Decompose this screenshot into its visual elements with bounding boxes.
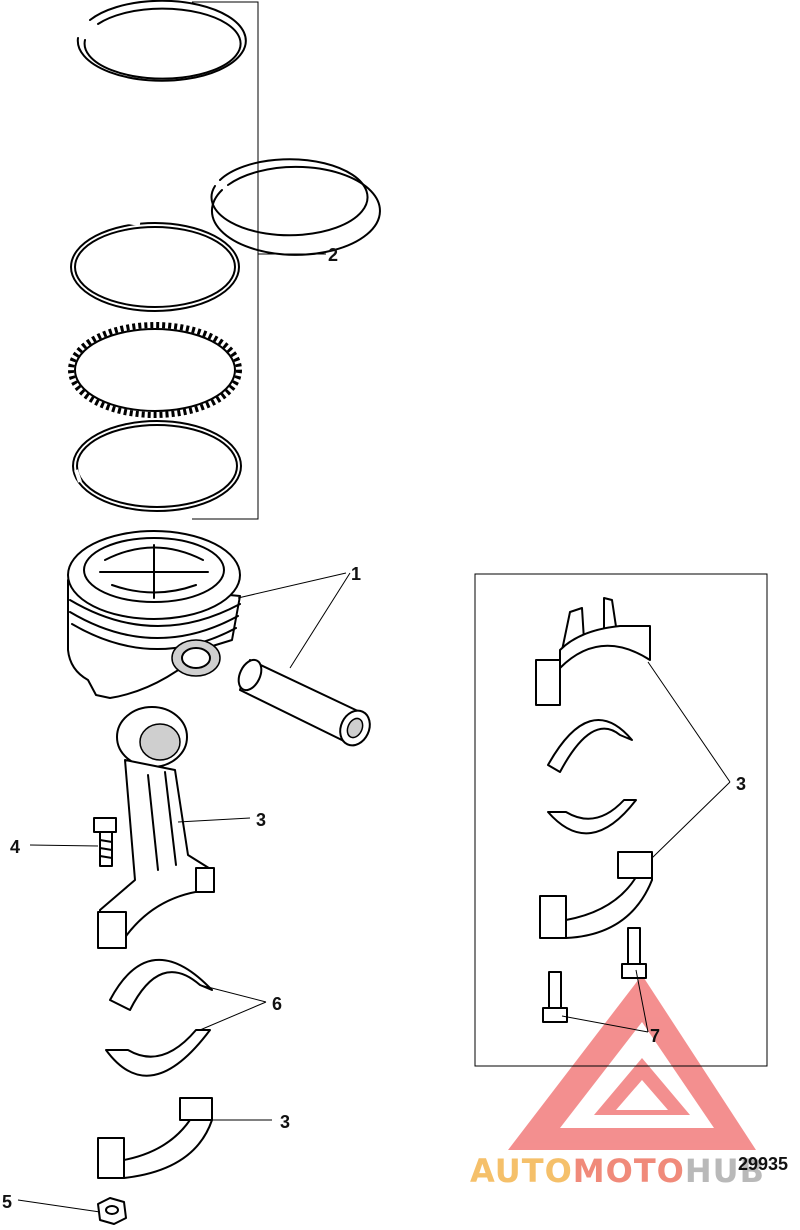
callout-rod-main: 3 xyxy=(256,810,266,830)
piston-leader xyxy=(237,572,351,669)
callout-piston: 1 xyxy=(351,564,361,584)
kit-rod-upper xyxy=(535,597,651,706)
kit-box xyxy=(474,573,768,1067)
callout-ring-set: 2 xyxy=(328,245,338,265)
callout-nut: 5 xyxy=(2,1192,12,1212)
kit-bolts xyxy=(542,927,647,1023)
kit-rod-leader xyxy=(647,661,731,859)
watermark-logo xyxy=(508,975,756,1150)
bolt-leader xyxy=(29,844,99,847)
nut xyxy=(97,1197,127,1225)
bearings-leader xyxy=(199,984,267,1031)
piston-ring-set xyxy=(68,0,381,512)
kit-bolt-leader xyxy=(561,969,649,1033)
callout-kit-bolts: 7 xyxy=(650,1026,660,1046)
watermark-moto: MOTO xyxy=(573,1152,685,1190)
rod-bearings xyxy=(105,958,213,1077)
watermark-auto: AUTO xyxy=(470,1152,573,1190)
rod-leader xyxy=(177,817,251,823)
piston xyxy=(67,530,241,699)
connecting-rod xyxy=(97,706,215,949)
figure-number: 29935 xyxy=(738,1154,788,1174)
rod-bolt xyxy=(93,817,117,867)
watermark-wordmark: AUTOMOTOHUB xyxy=(470,1152,765,1190)
ring-set-bracket xyxy=(192,1,326,520)
callout-rod-kit: 3 xyxy=(736,774,746,794)
svg-text:AUTOMOTOHUB: AUTOMOTOHUB xyxy=(470,1152,765,1190)
callout-rod-bolt: 4 xyxy=(10,837,20,857)
watermark-hub: HUB xyxy=(685,1152,765,1190)
piston-pin xyxy=(237,658,371,747)
kit-rod-cap xyxy=(539,851,653,939)
callout-rod-cap: 3 xyxy=(280,1112,290,1132)
nut-leader xyxy=(17,1199,101,1213)
rod-cap xyxy=(97,1097,213,1179)
callout-bearings: 6 xyxy=(272,994,282,1014)
kit-bearings xyxy=(547,719,637,835)
